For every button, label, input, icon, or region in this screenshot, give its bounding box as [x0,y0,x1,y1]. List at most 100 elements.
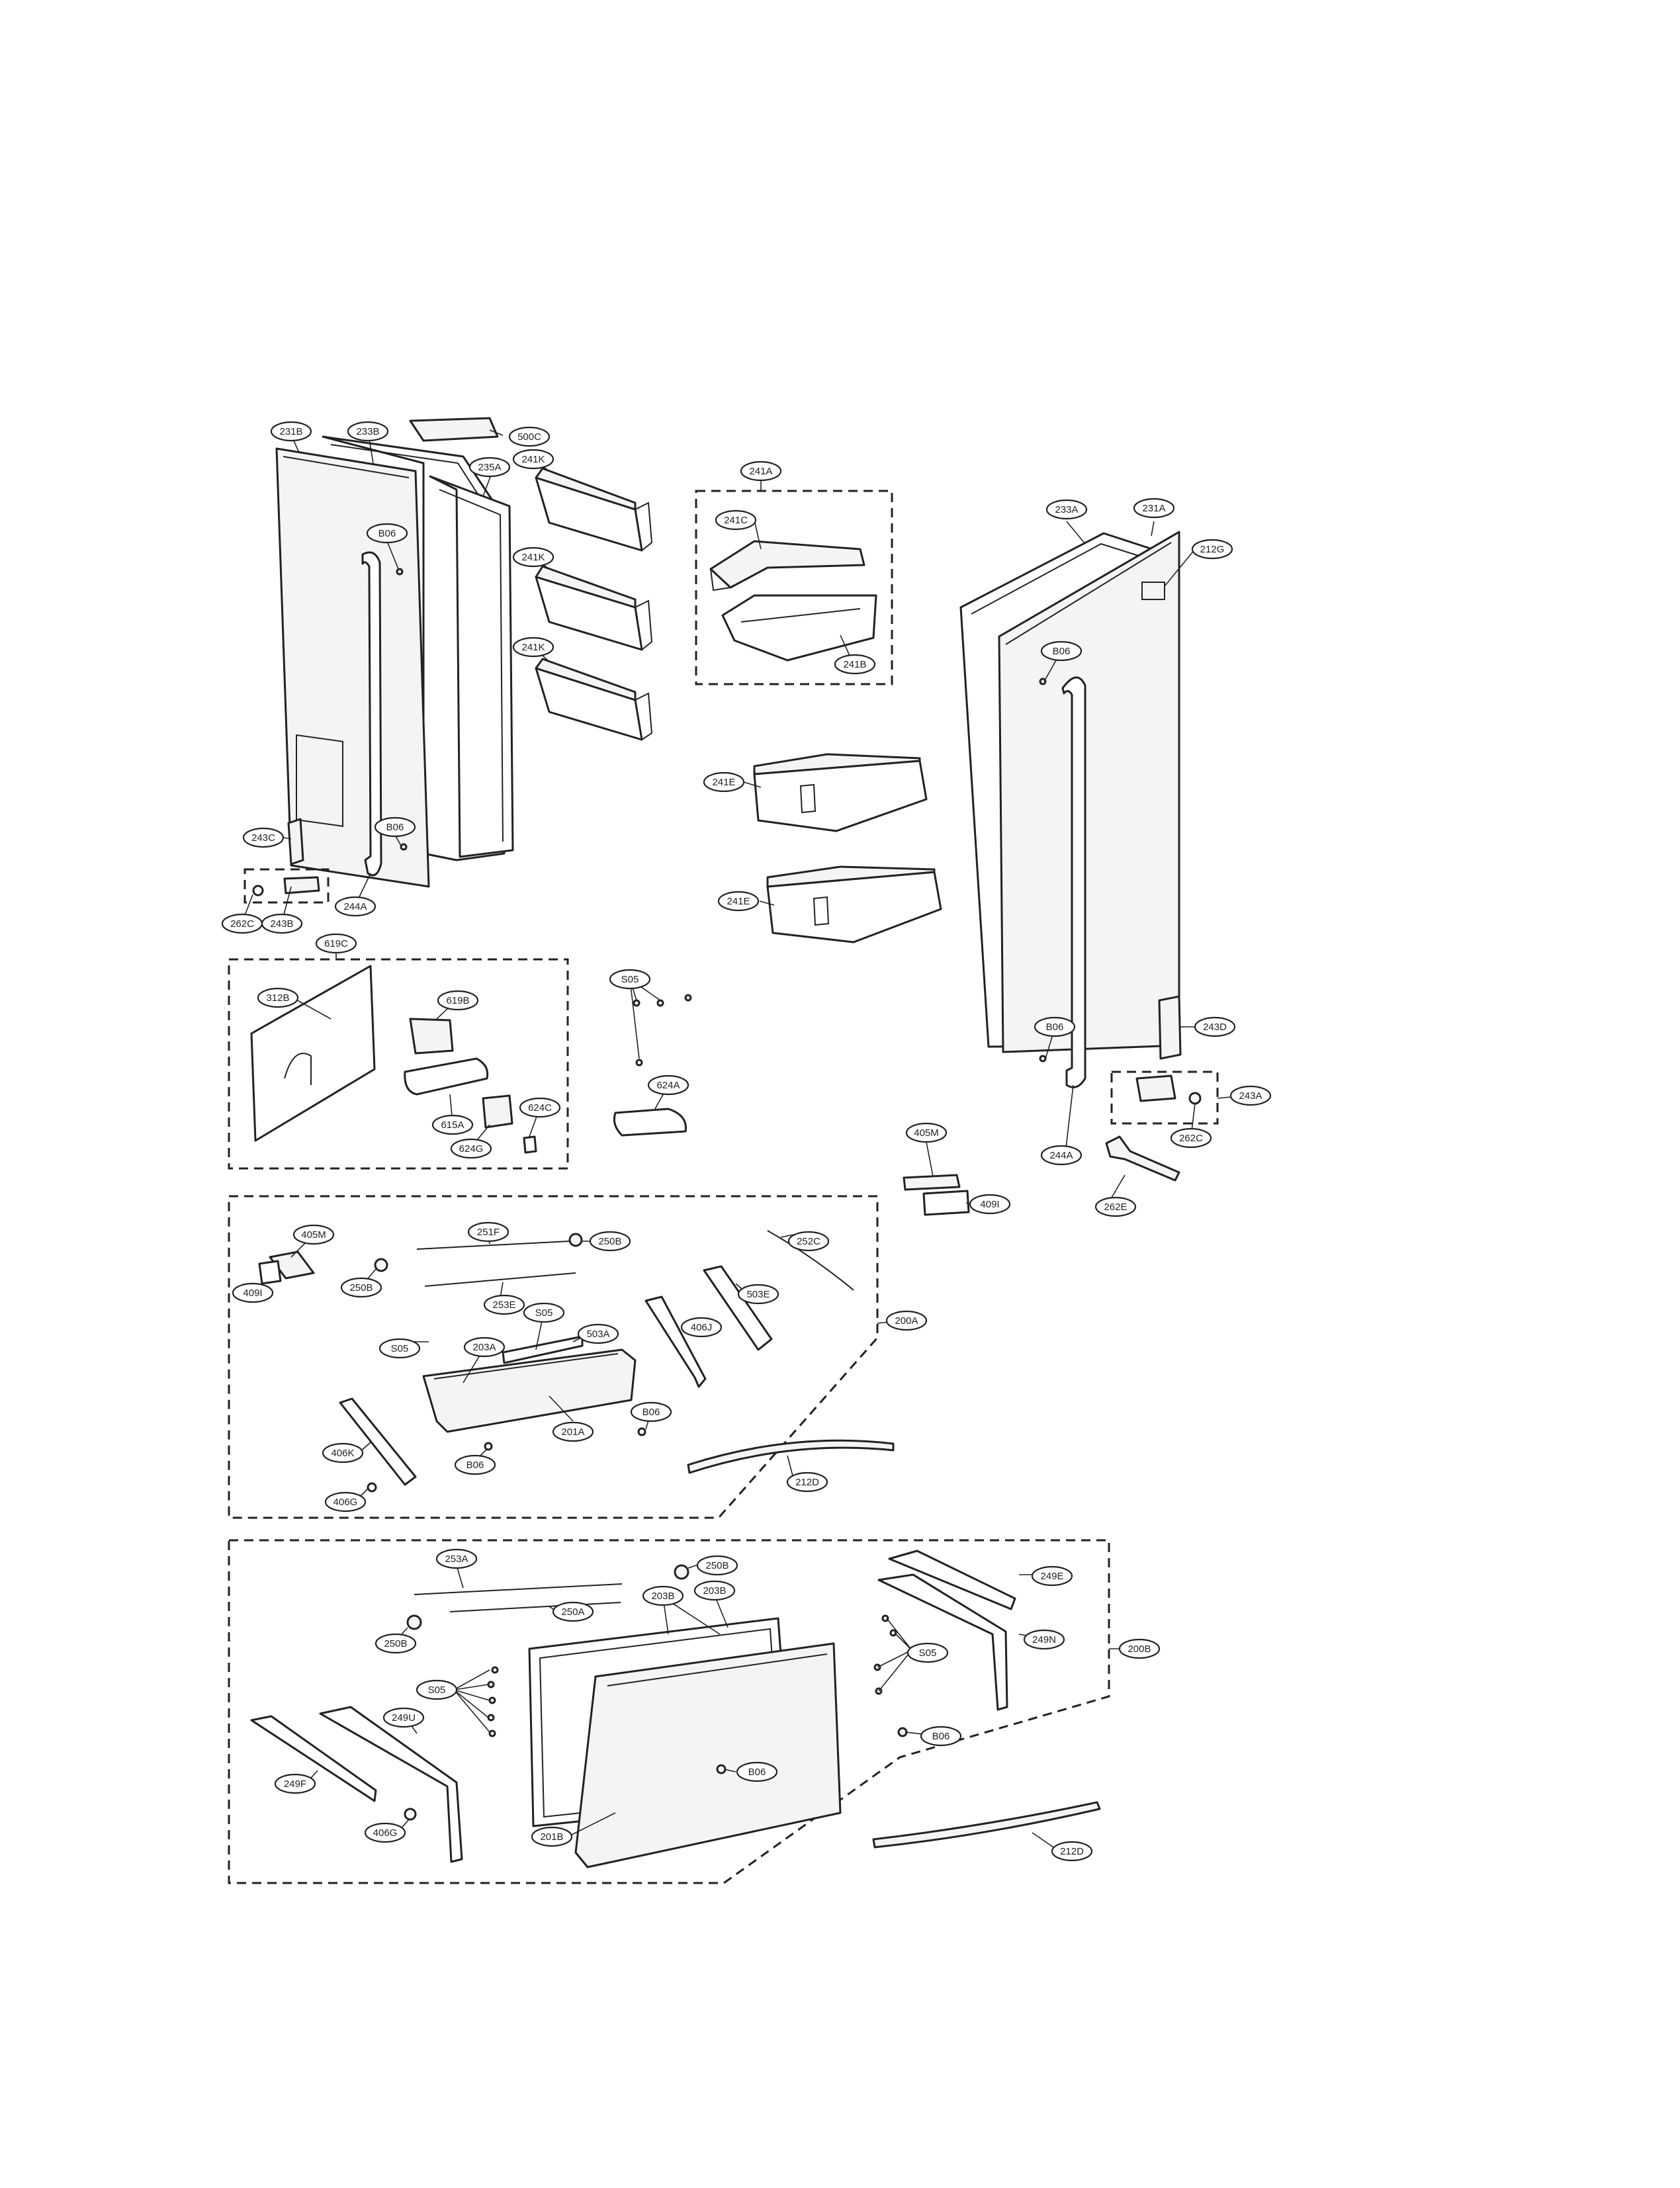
callout-b06-rd2: B06 [1034,1016,1076,1037]
callout-243c: 243C [242,827,285,848]
callout-212d-a: 212D [786,1471,828,1493]
callout-405m-r: 405M [905,1122,948,1143]
callout-409i-r: 409I [969,1194,1011,1215]
screws-s05-a [633,994,692,1067]
left-door-window [296,734,343,827]
bin-241e-2 [766,865,942,943]
callout-b06-ld: B06 [366,523,408,544]
callout-label: 231A [1142,503,1165,514]
bracket-243c [287,818,304,865]
callout-250b-b2: 250B [375,1633,417,1654]
rail-406j [644,1295,707,1388]
callout-s05-a: S05 [609,969,651,990]
callout-label: 200A [895,1315,918,1327]
hinge-243b [283,876,320,895]
callout-label: 406G [333,1497,358,1508]
callout-label: 312B [266,992,289,1004]
callout-312b: 312B [257,987,299,1008]
panel-503a [502,1335,584,1364]
callout-label: 250B [598,1236,621,1247]
callout-262c-r: 262C [1170,1127,1212,1149]
callout-label: 243D [1203,1022,1227,1033]
callout-241b: 241B [834,654,876,675]
callout-241e-1: 241E [703,771,745,793]
callout-label: 233B [356,426,379,437]
bin-cover-241c [709,540,865,591]
callout-619c: 619C [315,933,357,954]
callout-231a: 231A [1133,498,1175,519]
callout-b06-ld2: B06 [374,816,416,838]
screw-406g-b [404,1808,417,1821]
fitting-624g [482,1094,513,1129]
washer-262c-left [252,885,264,897]
callout-label: 203A [472,1342,496,1353]
callout-label: 241E [727,896,750,907]
callout-label: B06 [748,1767,766,1778]
callout-s05-e: S05 [416,1679,458,1700]
callout-label: 201B [540,1831,563,1843]
callout-label: 500C [517,431,541,443]
filter-615a [404,1057,489,1096]
callout-624c: 624C [519,1097,561,1118]
callout-label: 253E [492,1299,515,1311]
drawer-front-201b [574,1642,842,1868]
callout-label: 503E [746,1289,770,1300]
callout-label: 241A [749,466,772,477]
group-241a-box [695,490,893,685]
callout-s05-b: S05 [523,1302,565,1323]
callout-label: 241E [712,777,735,788]
callout-406g-a: 406G [324,1491,367,1512]
roller-250b-b2 [406,1614,422,1630]
callout-406j: 406J [680,1317,723,1338]
callout-label: 203B [703,1585,726,1597]
callout-label: 243A [1239,1090,1262,1102]
rail-249n [877,1573,1008,1711]
valve-619b [409,1018,454,1055]
callout-262c-l: 262C [221,913,263,934]
callout-label: 241C [724,515,748,526]
group-619c-box [228,958,569,1170]
rail-249f [250,1715,377,1802]
right-door-badge-212g [1141,582,1165,600]
callout-615a: 615A [431,1114,474,1135]
callout-label: B06 [378,528,396,539]
right-door-assembly [959,531,1180,1088]
callout-label: 241B [843,659,866,670]
group-200b-box [228,1539,1110,1884]
fitting-624c [523,1135,537,1154]
door-bin-241k-1 [535,467,653,552]
callout-249f: 249F [274,1773,316,1794]
washer-262c-right [1188,1092,1202,1105]
callout-b06-rd: B06 [1040,640,1083,662]
callout-243a: 243A [1229,1085,1272,1106]
screws-s05-d [873,1614,897,1695]
screw-b06-a1 [637,1427,646,1436]
callout-249e: 249E [1031,1565,1073,1587]
callout-235a: 235A [468,457,511,478]
callout-200a: 200A [885,1310,928,1331]
callout-label: 249U [392,1712,416,1724]
hose-252c [767,1230,854,1291]
rod-253a [414,1583,623,1595]
callout-label: 406K [331,1448,354,1459]
callout-label: 250B [705,1560,729,1571]
callout-b06-a2: B06 [454,1454,496,1475]
callout-500c: 500C [508,426,551,447]
callout-label: 241K [521,454,545,465]
callout-label: 624G [459,1143,484,1155]
bracket-243d [1158,995,1182,1060]
drawer-front-201a [422,1348,637,1433]
callout-203b-2: 203B [693,1580,736,1601]
callout-label: 409I [243,1288,262,1299]
rail-405m [903,1174,961,1191]
callout-253e: 253E [483,1294,525,1315]
callout-503a: 503A [577,1323,619,1344]
handle-212d-a [687,1439,895,1474]
callout-241a: 241A [740,460,782,482]
callout-label: B06 [386,822,404,833]
callout-label: 249E [1040,1571,1063,1582]
callout-label: 243C [251,832,275,844]
callout-243b: 243B [261,913,303,934]
